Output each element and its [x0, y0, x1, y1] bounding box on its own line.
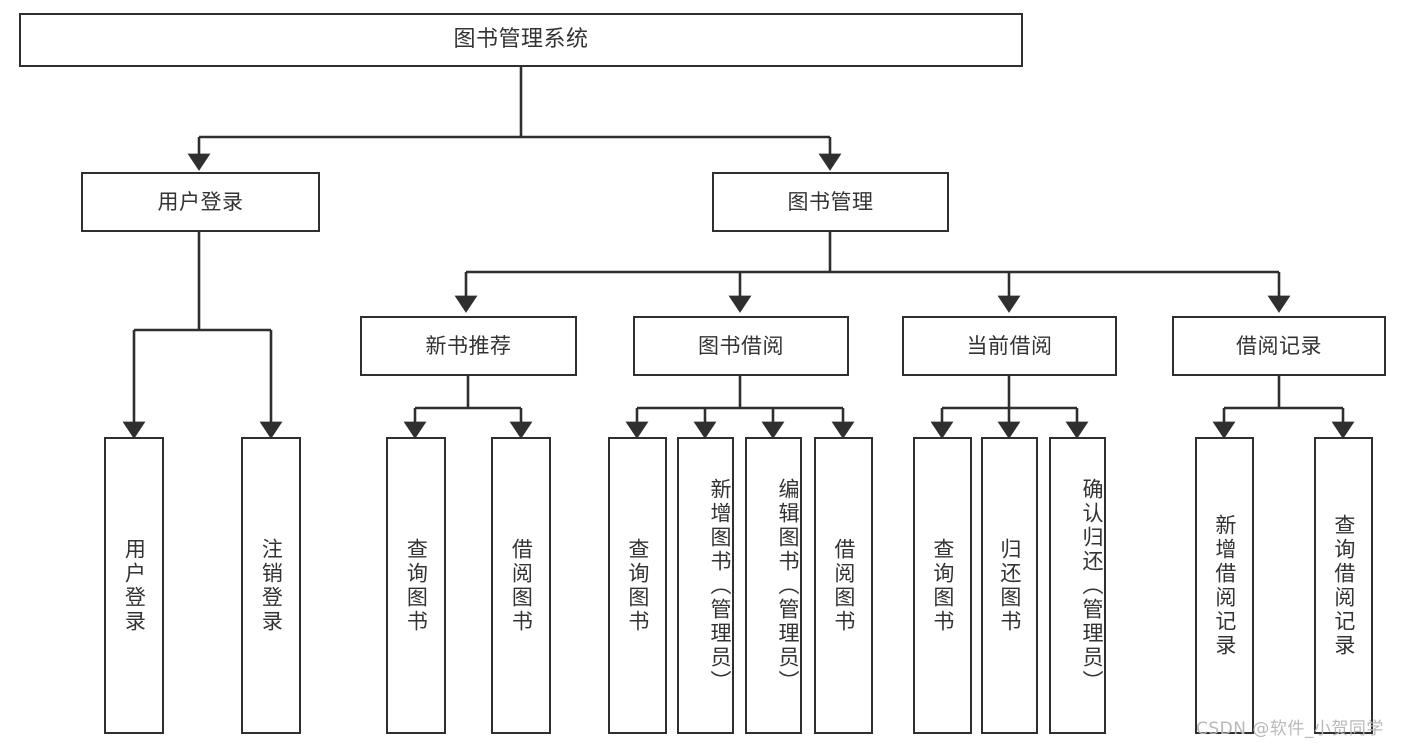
node-label: 借阅记录	[1236, 333, 1322, 358]
node-label: 新增图书（管理员）	[708, 477, 732, 694]
leaf-query-book-borrow[interactable]: 查询图书	[608, 437, 667, 734]
csdn-watermark: CSDN @软件_小贺同学	[1196, 719, 1384, 739]
leaf-return-book[interactable]: 归还图书	[981, 437, 1038, 734]
node-label: 图书管理系统	[453, 27, 589, 52]
node-current-borrow[interactable]: 当前借阅	[902, 316, 1117, 376]
leaf-confirm-return-admin[interactable]: 确认归还（管理员）	[1049, 437, 1106, 734]
node-label: 查询图书	[930, 537, 955, 634]
node-label: 查询图书	[404, 537, 429, 634]
node-label: 当前借阅	[966, 333, 1053, 358]
leaf-logout-login[interactable]: 注销登录	[241, 437, 301, 734]
leaf-query-book-recommend[interactable]: 查询图书	[386, 437, 446, 734]
node-label: 查询借阅记录	[1331, 513, 1356, 658]
node-label: 新增借阅记录	[1212, 513, 1237, 658]
node-label: 借阅图书	[509, 537, 534, 634]
node-book-management[interactable]: 图书管理	[712, 172, 949, 232]
node-label: 图书管理	[787, 189, 874, 214]
node-label: 确认归还（管理员）	[1080, 477, 1104, 694]
leaf-add-borrow-record[interactable]: 新增借阅记录	[1195, 437, 1254, 734]
leaf-add-book-admin[interactable]: 新增图书（管理员）	[677, 437, 734, 734]
leaf-query-borrow-record[interactable]: 查询借阅记录	[1314, 437, 1373, 734]
node-label: 归还图书	[997, 537, 1022, 634]
leaf-edit-book-admin[interactable]: 编辑图书（管理员）	[745, 437, 802, 734]
node-label: 查询图书	[625, 537, 650, 634]
node-label: 借阅图书	[831, 537, 856, 634]
node-root-book-management-system[interactable]: 图书管理系统	[19, 13, 1023, 67]
node-book-borrow[interactable]: 图书借阅	[633, 316, 849, 376]
node-label: 新书推荐	[425, 333, 512, 358]
node-label: 注销登录	[259, 537, 284, 634]
node-label: 用户登录	[157, 189, 244, 214]
leaf-borrow-book-recommend[interactable]: 借阅图书	[491, 437, 551, 734]
leaf-user-login[interactable]: 用户登录	[104, 437, 164, 734]
node-label: 用户登录	[122, 537, 147, 634]
node-user-login[interactable]: 用户登录	[81, 172, 320, 232]
node-borrow-record[interactable]: 借阅记录	[1172, 316, 1386, 376]
leaf-borrow-book[interactable]: 借阅图书	[814, 437, 873, 734]
leaf-query-book-current[interactable]: 查询图书	[913, 437, 972, 734]
node-label: 编辑图书（管理员）	[776, 477, 800, 694]
node-label: 图书借阅	[698, 333, 784, 358]
node-new-book-recommend[interactable]: 新书推荐	[360, 316, 577, 376]
